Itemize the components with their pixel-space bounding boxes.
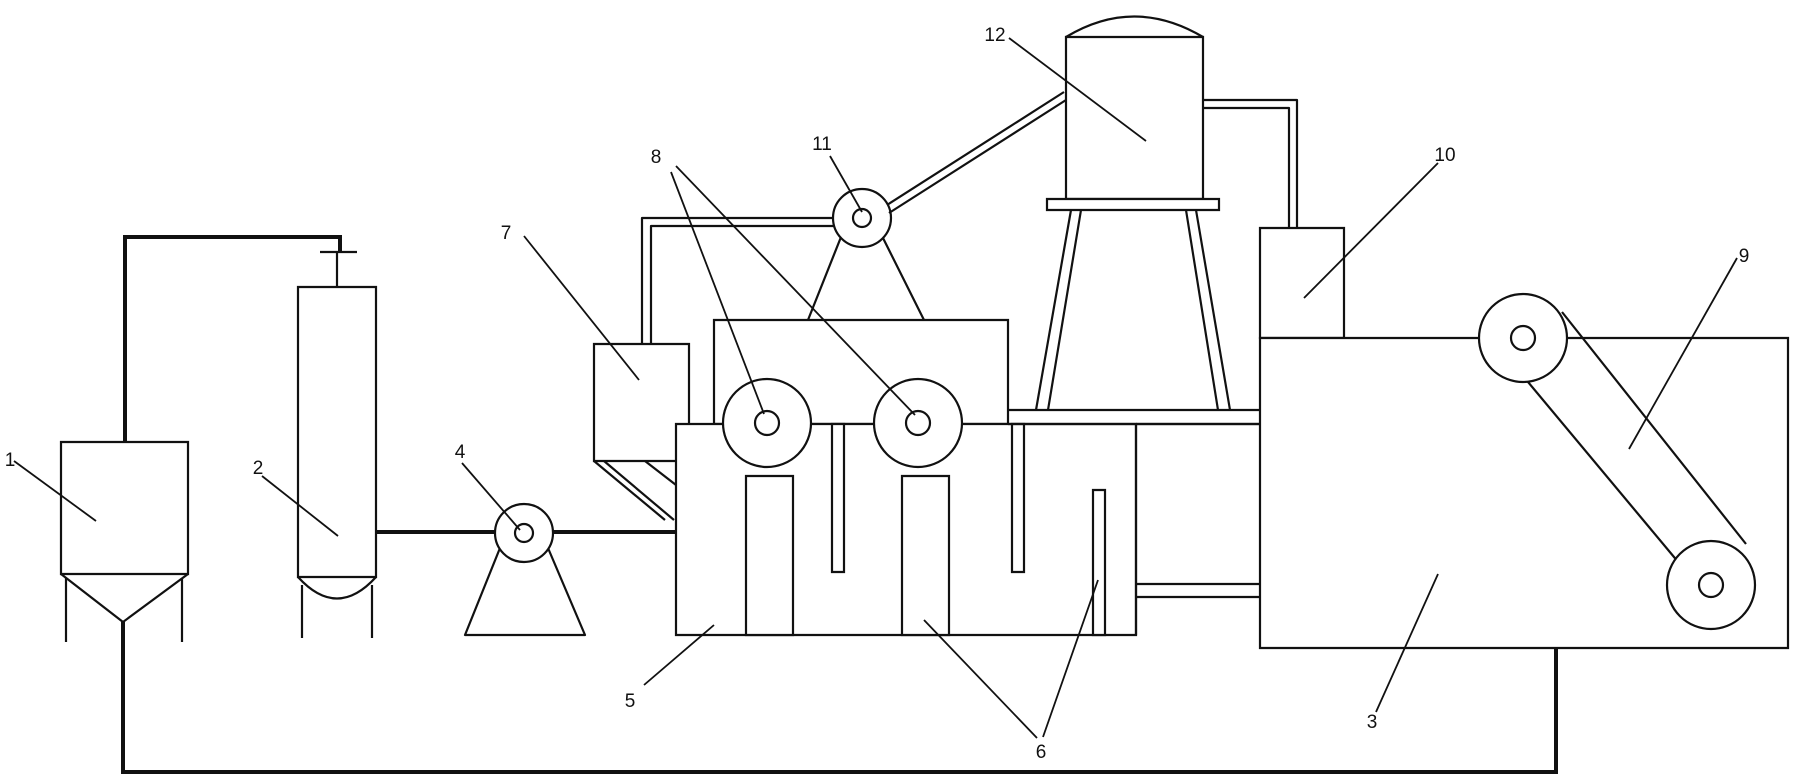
leader-lines [14,38,1737,738]
box-10 [1260,228,1344,338]
label-6: 6 [1036,742,1047,763]
label-1: 1 [5,450,16,471]
label-9: 9 [1739,246,1750,267]
label-7: 7 [501,223,512,244]
hopper-top-pipe [125,237,340,442]
label-4: 4 [455,442,466,463]
number-labels: 1 2 3 4 5 6 7 8 9 10 11 12 [5,25,1750,763]
bottom-return-pipe [123,622,1556,772]
hopper-1 [61,442,188,642]
label-3: 3 [1367,712,1378,733]
label-10: 10 [1434,145,1455,166]
pump-11 [808,189,924,320]
tower-to-box10-pipe [1203,100,1297,228]
pump-4 [465,504,585,635]
pump11-to-tower-pipe [887,92,1066,213]
label-5: 5 [625,691,636,712]
label-2: 2 [253,458,264,479]
label-11: 11 [812,134,832,155]
box7-top-pipe [642,218,845,344]
rollers-8 [723,379,962,467]
label-12: 12 [984,25,1005,46]
bath-to-tank-connector [1008,410,1260,635]
belt-9 [1479,294,1755,629]
label-8: 8 [651,147,662,168]
box-7 [594,344,689,520]
column-2 [298,252,376,638]
tower-12 [1036,17,1230,411]
